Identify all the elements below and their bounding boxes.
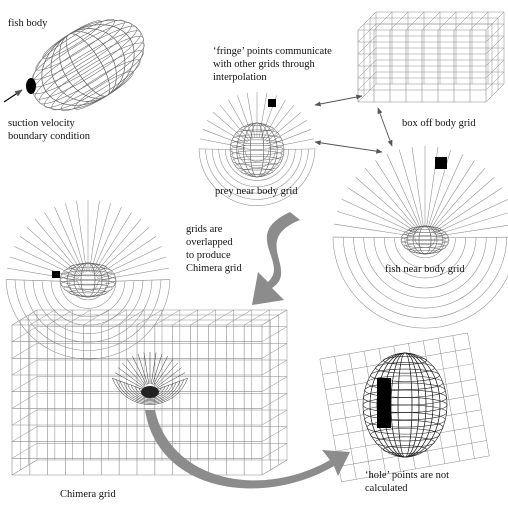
- hole-points-mesh: [319, 332, 490, 483]
- fish-near-body-grid: [332, 146, 508, 329]
- suction-label-line1: suction velocity: [8, 118, 75, 129]
- fringe-label-line1: ‘fringe’ points communicate: [213, 46, 332, 57]
- overlap-arrow: [252, 212, 300, 305]
- suction-patch: [26, 78, 36, 94]
- fringe-label-line2: with other grids through: [213, 59, 315, 70]
- box-off-body-grid: [357, 11, 505, 103]
- overlap-label-line4: Chimera grid: [186, 263, 242, 274]
- fish-body-mesh: [3, 18, 145, 112]
- overlapped-near-body-grid: [5, 200, 171, 360]
- overlap-label-line3: to produce: [186, 250, 231, 261]
- fringe-patch-fish: [435, 157, 447, 169]
- connector-arrows: [145, 94, 393, 489]
- hole-patch: [377, 378, 391, 428]
- fringe-label-line3: interpolation: [213, 72, 267, 83]
- fish-body-label: fish body: [8, 18, 48, 29]
- overlap-label-line2: overlapped: [186, 237, 233, 248]
- hole-label-line1: ‘hole’ points are not: [365, 470, 450, 481]
- prey-near-body-grid: [198, 92, 316, 206]
- box-off-label: box off body grid: [402, 118, 476, 129]
- hole-arrow: [145, 410, 350, 489]
- suction-arrow: [3, 89, 23, 103]
- overlap-label-line1: grids are: [186, 224, 223, 235]
- prey-near-label: prey near body grid: [215, 186, 298, 197]
- chimera-label: Chimera grid: [60, 489, 116, 500]
- fringe-patch-left: [52, 271, 60, 278]
- fringe-patch: [268, 99, 276, 107]
- chimera-grid-mesh: [11, 309, 288, 476]
- suction-label-line2: boundary condition: [8, 131, 90, 142]
- fish-near-label: fish near body grid: [385, 264, 465, 275]
- hole-label-line2: calculated: [365, 483, 408, 494]
